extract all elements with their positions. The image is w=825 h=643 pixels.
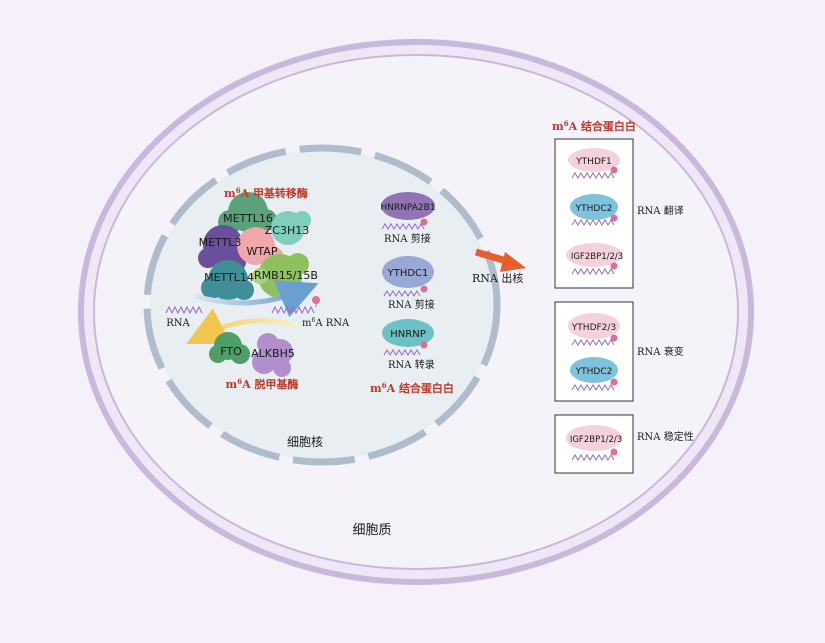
methylation-arrow: [194, 280, 319, 318]
reader-ythdc1-label: YTHDC1: [387, 268, 429, 279]
cyto-igf2bp-label-1: IGF2BP1/2/3: [571, 252, 623, 262]
reader-ythdc1-process: RNA 剪接: [388, 298, 435, 311]
cyto-igf2bp-label-2: IGF2BP1/2/3: [570, 435, 622, 445]
writer-rbm15-label: RMB15/15B: [254, 269, 318, 282]
writer-mettl14-label: METTL14: [204, 271, 254, 284]
cytoplasm-label: 细胞质: [352, 523, 391, 538]
export-label: RNA 出核: [472, 271, 523, 285]
cyto-ythdf1-label: YTHDF1: [575, 157, 612, 167]
m6a-rna-label: m6A RNA: [302, 317, 350, 329]
stability-label: RNA 稳定性: [637, 430, 694, 443]
cyto-ythdc2-label-2: YTHDC2: [575, 367, 613, 377]
decay-label: RNA 衰变: [637, 345, 684, 358]
writer-mettl3-label: METTL3: [199, 236, 242, 249]
reader-hnrnpa2b1-label: HNRNPA2B1: [380, 203, 435, 213]
rna-strand-right: [271, 305, 315, 315]
writer-mettl16-label: METTL16: [223, 212, 273, 225]
reader-hnrnp-process: RNA 转录: [388, 358, 435, 371]
eraser-title: m6A 脱甲基酶: [226, 377, 299, 391]
writer-title: m6A 甲基转移酶: [224, 186, 308, 200]
reader-cyto-title: m6A 结合蛋白白: [552, 119, 636, 133]
reader-ythdc1: YTHDC1 RNA 剪接: [382, 256, 435, 311]
cyto-ythdf23-label: YTHDF2/3: [571, 323, 616, 333]
eraser-alkbh5-label: ALKBH5: [251, 347, 295, 360]
nucleus-label: 细胞核: [287, 435, 323, 449]
writer-zc3h13-label: ZC3H13: [265, 224, 309, 237]
reader-hnrnpa2b1-process: RNA 剪接: [384, 232, 431, 245]
nucleus: [150, 150, 494, 460]
reader-hnrnp: HNRNP RNA 转录: [382, 319, 435, 371]
eraser-complex: [209, 332, 293, 377]
translation-label: RNA 翻译: [637, 205, 684, 217]
export-arrow-head: [500, 252, 526, 272]
m6a-dot: [312, 296, 320, 304]
nuclear-envelope: [143, 144, 501, 466]
rna-strand-left: [165, 305, 203, 315]
cyto-ythdc2-label-1: YTHDC2: [575, 204, 613, 214]
reader-hnrnp-label: HNRNP: [390, 329, 425, 340]
demethylation-arrow: [186, 308, 299, 344]
writer-wtap-label: WTAP: [247, 245, 278, 258]
eraser-fto-label: FTO: [220, 345, 242, 358]
reader-hnrnpa2b1: HNRNPA2B1 RNA 剪接: [380, 192, 436, 245]
rna-label: RNA: [166, 318, 190, 329]
reader-nucleus-title: m6A 结合蛋白白: [370, 381, 454, 395]
